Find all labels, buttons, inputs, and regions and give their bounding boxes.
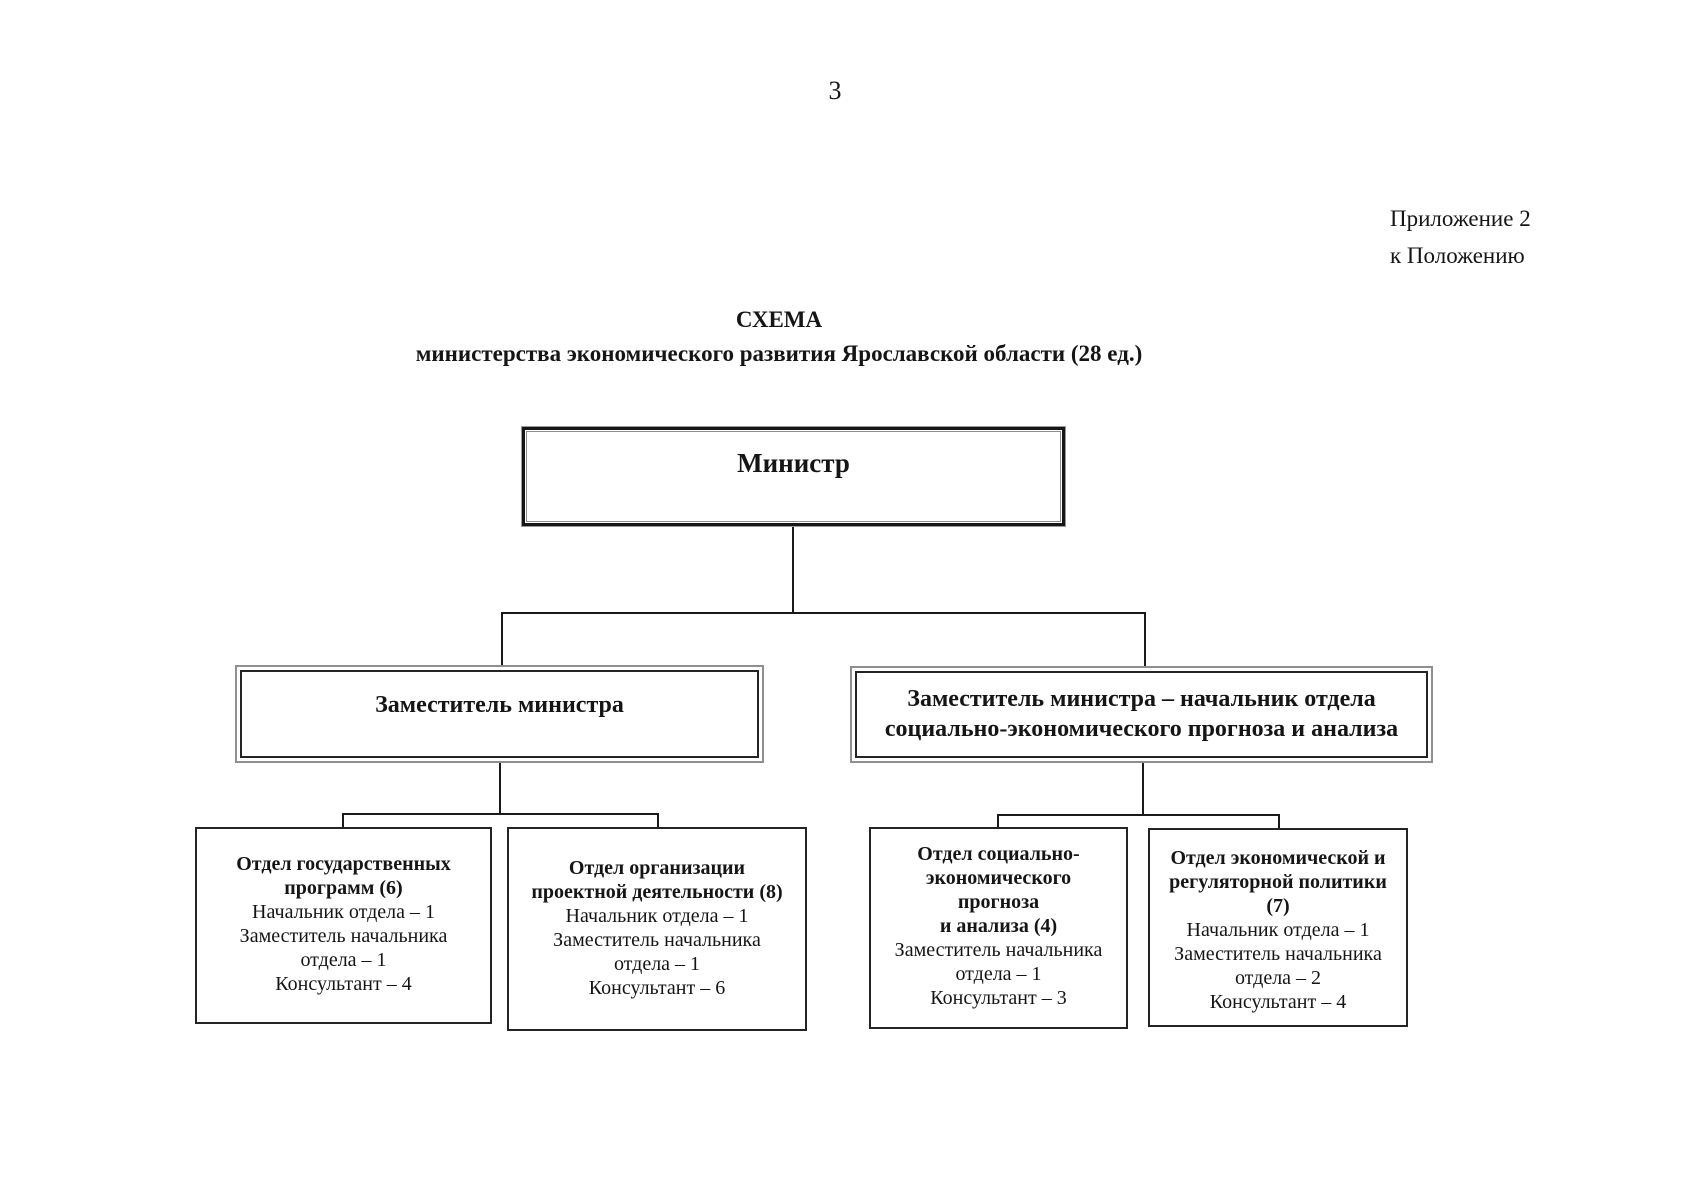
dept-title-line: регуляторной политики [1169, 871, 1387, 893]
minister-box: Министр [521, 426, 1066, 527]
dept-title-line: экономического [925, 867, 1072, 889]
deputy-minister-head-of-forecast-box: Заместитель министра – начальник отдела … [850, 666, 1433, 763]
dept-title-line: проектной деятельности (8) [531, 881, 783, 903]
dept-title-line: прогноза [957, 891, 1040, 913]
deputy-right-label-line2: социально-экономического прогноза и анал… [884, 716, 1399, 742]
schema-subtitle: министерства экономического развития Яро… [415, 341, 1143, 366]
dept-title-line: и анализа (4) [939, 915, 1058, 937]
dept-staff-line: отдела – 1 [613, 953, 701, 975]
schema-title: СХЕМА [735, 307, 823, 332]
deputy-minister-label: Заместитель министра [375, 692, 624, 718]
dept-staff-line: Заместитель начальника [239, 925, 448, 947]
dept-staff-line: Заместитель начальника [553, 929, 761, 951]
dept-state-programs-box: Отдел государственных программ (6) Начал… [195, 827, 492, 1024]
dept-staff-line: Начальник отдела – 1 [565, 905, 749, 927]
dept-staff-line: Начальник отдела – 1 [252, 901, 435, 923]
dept-economic-policy-box: Отдел экономической и регуляторной полит… [1148, 828, 1408, 1027]
appendix-note: Приложение 2 к Положению [1390, 200, 1650, 274]
dept-staff-line: отдела – 1 [300, 949, 387, 971]
dept-title-line: программ (6) [284, 877, 403, 899]
appendix-note-line2: к Положению [1390, 243, 1525, 268]
deputy-minister-box: Заместитель министра [235, 665, 764, 763]
dept-staff-line: Заместитель начальника [1174, 943, 1382, 965]
dept-title-line: Отдел организации [568, 857, 746, 879]
minister-label: Министр [737, 448, 850, 478]
dept-title-line: (7) [1266, 895, 1290, 917]
dept-staff-line: Консультант – 3 [930, 987, 1067, 1009]
dept-staff-line: Консультант – 4 [275, 973, 412, 995]
deputy-minister-box-inner: Заместитель министра [240, 670, 759, 758]
page-number: 3 [828, 76, 842, 105]
dept-project-activity-box: Отдел организации проектной деятельности… [507, 827, 807, 1031]
dept-forecast-analysis-box: Отдел социально- экономического прогноза… [869, 827, 1128, 1029]
dept-title-line: Отдел экономической и [1170, 847, 1386, 869]
dept-title-line: Отдел социально- [917, 843, 1080, 865]
deputy-minister-head-of-forecast-box-inner: Заместитель министра – начальник отдела … [855, 671, 1428, 758]
appendix-note-line1: Приложение 2 [1390, 206, 1531, 231]
dept-staff-line: Консультант – 4 [1209, 991, 1347, 1013]
dept-staff-line: Консультант – 6 [588, 977, 726, 999]
deputy-right-label-line1: Заместитель министра – начальник отдела [907, 686, 1376, 712]
dept-staff-line: Начальник отдела – 1 [1186, 919, 1370, 941]
dept-title-line: Отдел государственных [236, 853, 451, 875]
dept-staff-line: отдела – 2 [1234, 967, 1322, 989]
dept-staff-line: Заместитель начальника [894, 939, 1103, 961]
dept-staff-line: отдела – 1 [955, 963, 1042, 985]
schema-title-block: СХЕМА министерства экономического развит… [0, 303, 1558, 371]
